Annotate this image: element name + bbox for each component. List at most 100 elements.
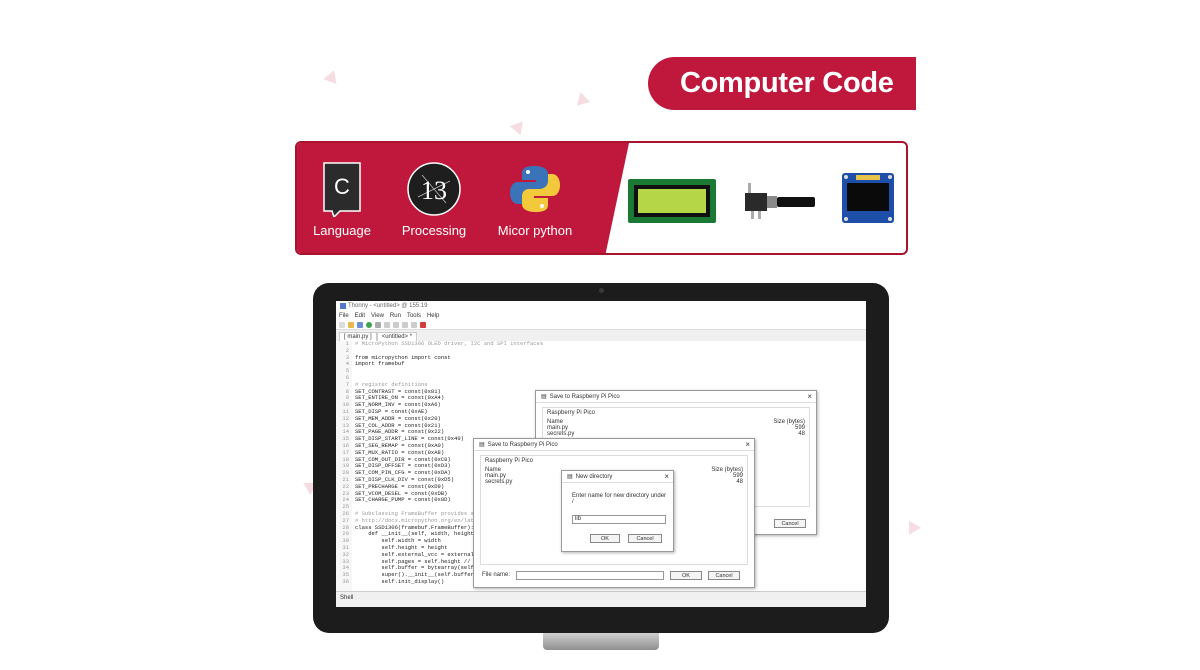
- code-line: [355, 368, 626, 375]
- line-number: 36: [342, 577, 349, 585]
- line-number: 12: [342, 414, 349, 422]
- tools-panel: C Language 13 Processing Micor python: [295, 141, 908, 255]
- close-icon[interactable]: ×: [807, 392, 812, 401]
- code-line: SET_PAGE_ADDR = const(0x22): [355, 428, 445, 436]
- dialog-titlebar: ▤Save to Raspberry Pi Pico: [536, 391, 816, 403]
- line-number: 21: [342, 475, 349, 483]
- tool-label: Processing: [401, 223, 467, 238]
- cancel-button[interactable]: Cancel: [628, 534, 662, 543]
- dialog-icon: ▤: [479, 442, 485, 448]
- stop-icon[interactable]: [420, 321, 426, 328]
- line-number: 1: [345, 340, 349, 347]
- code-line: SET_DISP_CLK_DIV = const(0xD5): [355, 475, 455, 483]
- code-line: self.init_display(): [355, 577, 445, 585]
- line-number: 4: [345, 360, 349, 368]
- menu-view[interactable]: View: [371, 312, 384, 319]
- code-line: SET_CONTRAST = const(0x81): [355, 387, 441, 395]
- step-out-icon[interactable]: [402, 321, 408, 328]
- line-number: 19: [342, 462, 349, 470]
- processing-icon: 13: [406, 161, 462, 217]
- tool-processing: 13 Processing: [389, 161, 479, 238]
- code-line: SET_DISP_OFFSET = const(0xD3): [355, 462, 451, 470]
- menu-help[interactable]: Help: [426, 312, 440, 319]
- code-line: import framebuf: [355, 360, 405, 368]
- line-number: 35: [342, 571, 349, 579]
- ok-button[interactable]: OK: [590, 534, 620, 543]
- step-into-icon[interactable]: [393, 321, 399, 328]
- location: Raspberry Pi Pico: [485, 458, 534, 464]
- code-line: # http://docs.micropython.org/en/late: [355, 516, 478, 524]
- svg-text:C: C: [334, 174, 350, 199]
- code-text[interactable]: # MicroPython SSD1306 OLED driver, I2C a…: [352, 340, 626, 591]
- open-icon[interactable]: [348, 321, 354, 328]
- line-number: 2: [345, 346, 349, 354]
- line-number: 6: [345, 373, 349, 381]
- code-line: SET_SEG_REMAP = const(0xA0): [355, 441, 445, 449]
- close-icon[interactable]: ×: [745, 440, 750, 449]
- menu-file[interactable]: File: [339, 312, 349, 319]
- code-line: # MicroPython SSD1306 OLED driver, I2C a…: [355, 340, 544, 347]
- step-over-icon[interactable]: [384, 321, 390, 328]
- window-titlebar: Thonny - <untitled> @ 155:19: [336, 301, 866, 311]
- line-number: 13: [342, 421, 349, 429]
- line-number: 17: [342, 448, 349, 456]
- line-number: 22: [342, 482, 349, 490]
- tool-label: Language: [313, 223, 371, 238]
- code-line: SET_COL_ADDR = const(0x21): [355, 421, 441, 429]
- line-number: 26: [342, 509, 349, 517]
- file-name: main.py: [485, 473, 507, 479]
- line-number: 11: [342, 407, 349, 415]
- shell-panel[interactable]: Shell: [336, 591, 866, 607]
- line-number: 34: [342, 564, 349, 572]
- lcd-display-icon: [628, 179, 716, 228]
- decor-triangle: [509, 116, 529, 136]
- menu-run[interactable]: Run: [389, 312, 401, 319]
- line-number: 15: [342, 435, 349, 443]
- file-size: 48: [798, 431, 805, 437]
- dialog-prompt: Enter name for new directory under /: [572, 493, 667, 505]
- cancel-button[interactable]: Cancel: [774, 519, 806, 528]
- close-icon[interactable]: ×: [664, 472, 669, 481]
- tab-untitled[interactable]: <untitled> *: [376, 332, 418, 341]
- filename-input[interactable]: [516, 571, 664, 580]
- code-line: self.height = height: [355, 543, 448, 551]
- svg-text:13: 13: [421, 176, 447, 205]
- tool-micropython: Micor python: [489, 161, 581, 238]
- line-number: 16: [342, 441, 349, 449]
- page-title-banner: Computer Code: [648, 57, 916, 110]
- screen: Thonny - <untitled> @ 155:19 File Edit V…: [336, 301, 866, 607]
- code-line: SET_DISP = const(0xAE): [355, 407, 428, 415]
- ok-button[interactable]: OK: [670, 571, 702, 580]
- directory-name-input[interactable]: lib: [572, 515, 666, 524]
- line-number: 30: [342, 537, 349, 545]
- run-icon[interactable]: [366, 321, 372, 328]
- dialog-icon: ▤: [541, 394, 547, 400]
- line-number: 28: [342, 523, 349, 531]
- monitor-stand: [543, 633, 659, 650]
- location: Raspberry Pi Pico: [547, 410, 596, 416]
- tab-main-py[interactable]: [ main.py ]: [339, 332, 377, 341]
- line-number: 10: [342, 401, 349, 409]
- c-language-icon: C: [314, 161, 370, 217]
- menu-edit[interactable]: Edit: [354, 312, 366, 319]
- code-line: SET_COM_PIN_CFG = const(0xDA): [355, 469, 451, 477]
- menu-tools[interactable]: Tools: [406, 312, 421, 319]
- new-file-icon[interactable]: [339, 321, 345, 328]
- code-line: SET_NORM_INV = const(0xA6): [355, 401, 441, 409]
- dialog-title: Save to Raspberry Pi Pico: [487, 441, 558, 448]
- save-icon[interactable]: [357, 321, 363, 328]
- line-number: 29: [342, 530, 349, 538]
- line-number: 14: [342, 428, 349, 436]
- cancel-button[interactable]: Cancel: [708, 571, 740, 580]
- code-line: self.buffer = bytearray(self.: [355, 564, 478, 572]
- resume-icon[interactable]: [411, 321, 417, 328]
- code-line: # register definitions: [355, 380, 428, 388]
- debug-icon[interactable]: [375, 321, 381, 328]
- webcam: [599, 288, 604, 293]
